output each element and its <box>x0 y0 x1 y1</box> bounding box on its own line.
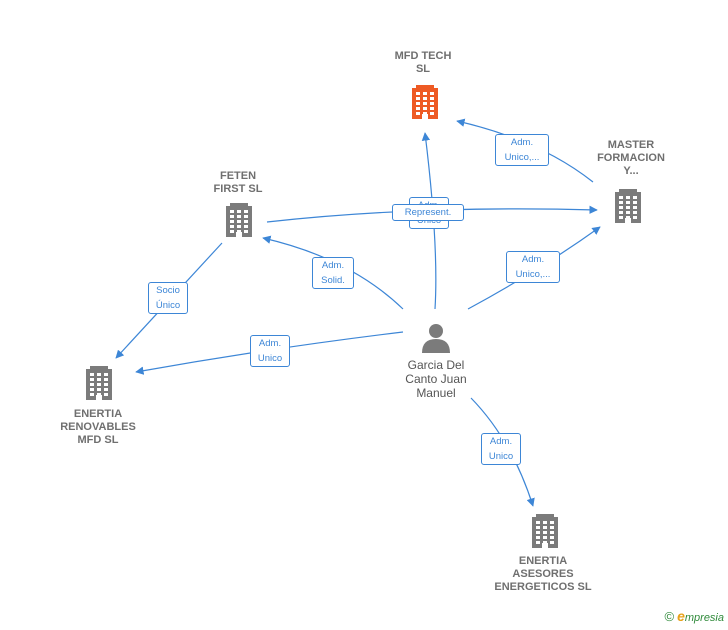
building-icon[interactable] <box>532 514 558 548</box>
building-icon[interactable] <box>86 366 112 400</box>
building-icon[interactable] <box>412 85 438 119</box>
node-label-enertia_ren[interactable]: ENERTIA RENOVABLES MFD SL <box>60 408 136 446</box>
node-label-feten[interactable]: FETEN FIRST SL <box>213 170 263 195</box>
edge-label-e5[interactable]: Adm. Unico,... <box>506 251 560 283</box>
building-icon[interactable] <box>615 189 641 223</box>
copyright-symbol: © <box>664 609 675 624</box>
edge-label-e4[interactable]: Adm. Solid. <box>312 257 354 289</box>
edge-label-e8[interactable]: Adm. Unico <box>481 433 521 465</box>
node-label-mfd_tech[interactable]: MFD TECH SL <box>394 50 452 75</box>
edge-label-e1[interactable]: Adm. Unico,... <box>495 134 549 166</box>
node-label-master[interactable]: MASTER FORMACION Y... <box>597 139 665 177</box>
empresia-brand[interactable]: ©empresia <box>664 608 724 624</box>
edge-label-e7[interactable]: Adm. Unico <box>250 335 290 367</box>
building-icon[interactable] <box>226 203 252 237</box>
node-label-garcia[interactable]: Garcia Del Canto Juan Manuel <box>405 358 467 400</box>
edge-label-e3[interactable]: Represent. <box>392 203 464 221</box>
person-icon[interactable] <box>422 324 450 353</box>
brand-initial: e <box>677 608 685 624</box>
brand-name: mpresia <box>684 612 724 624</box>
edge-label-e6[interactable]: Socio Único <box>148 282 188 314</box>
node-label-enertia_ases[interactable]: ENERTIA ASESORES ENERGETICOS SL <box>494 555 592 593</box>
